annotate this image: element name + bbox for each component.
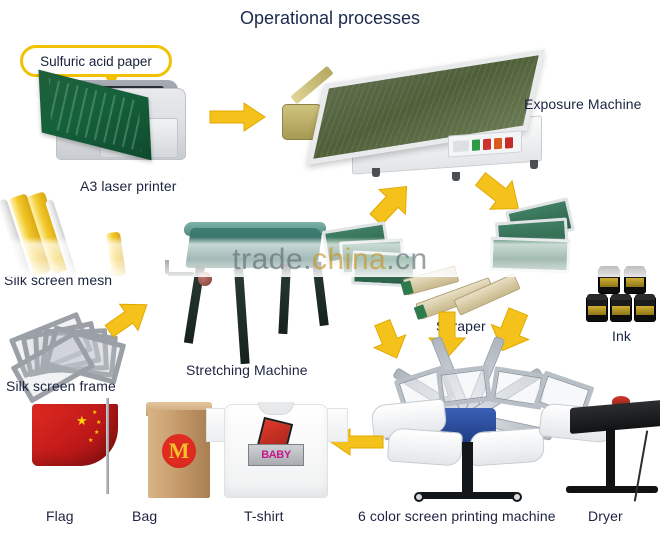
arrow-green-frames-to-exposure [369, 180, 416, 228]
arrow-scraper-to-press [368, 318, 408, 366]
arrow-frame-to-stretching [104, 298, 154, 340]
flag-star-4: ★ [88, 438, 94, 444]
label-silk-screen-frame: Silk screen frame [6, 378, 116, 394]
label-exposure-machine: Exposure Machine [524, 96, 642, 112]
bag-logo-icon: M [162, 434, 196, 468]
arrow-exposure-to-green-frames [474, 172, 524, 220]
label-ink: Ink [612, 328, 631, 344]
label-flag: Flag [46, 508, 74, 524]
arrow-printer-to-exposure [209, 102, 266, 132]
label-dryer: Dryer [588, 508, 623, 524]
page-title: Operational processes [239, 8, 421, 28]
label-a3-laser-printer: A3 laser printer [80, 178, 177, 194]
flag-star-1: ★ [92, 410, 98, 416]
callout-label: Sulfuric acid paper [40, 53, 152, 69]
label-bag: Bag [132, 508, 158, 524]
label-t-shirt: T-shirt [244, 508, 284, 524]
flag-star-large: ★ [76, 413, 88, 428]
label-stretching-machine: Stretching Machine [186, 362, 308, 378]
tshirt-print-graphic: BABY [248, 444, 304, 466]
label-silk-screen-mesh: Silk screen mesh [4, 272, 113, 288]
label-six-color-printing-machine: 6 color screen printing machine [358, 508, 556, 524]
flag-star-2: ★ [96, 420, 102, 426]
flag-star-3: ★ [94, 430, 100, 436]
